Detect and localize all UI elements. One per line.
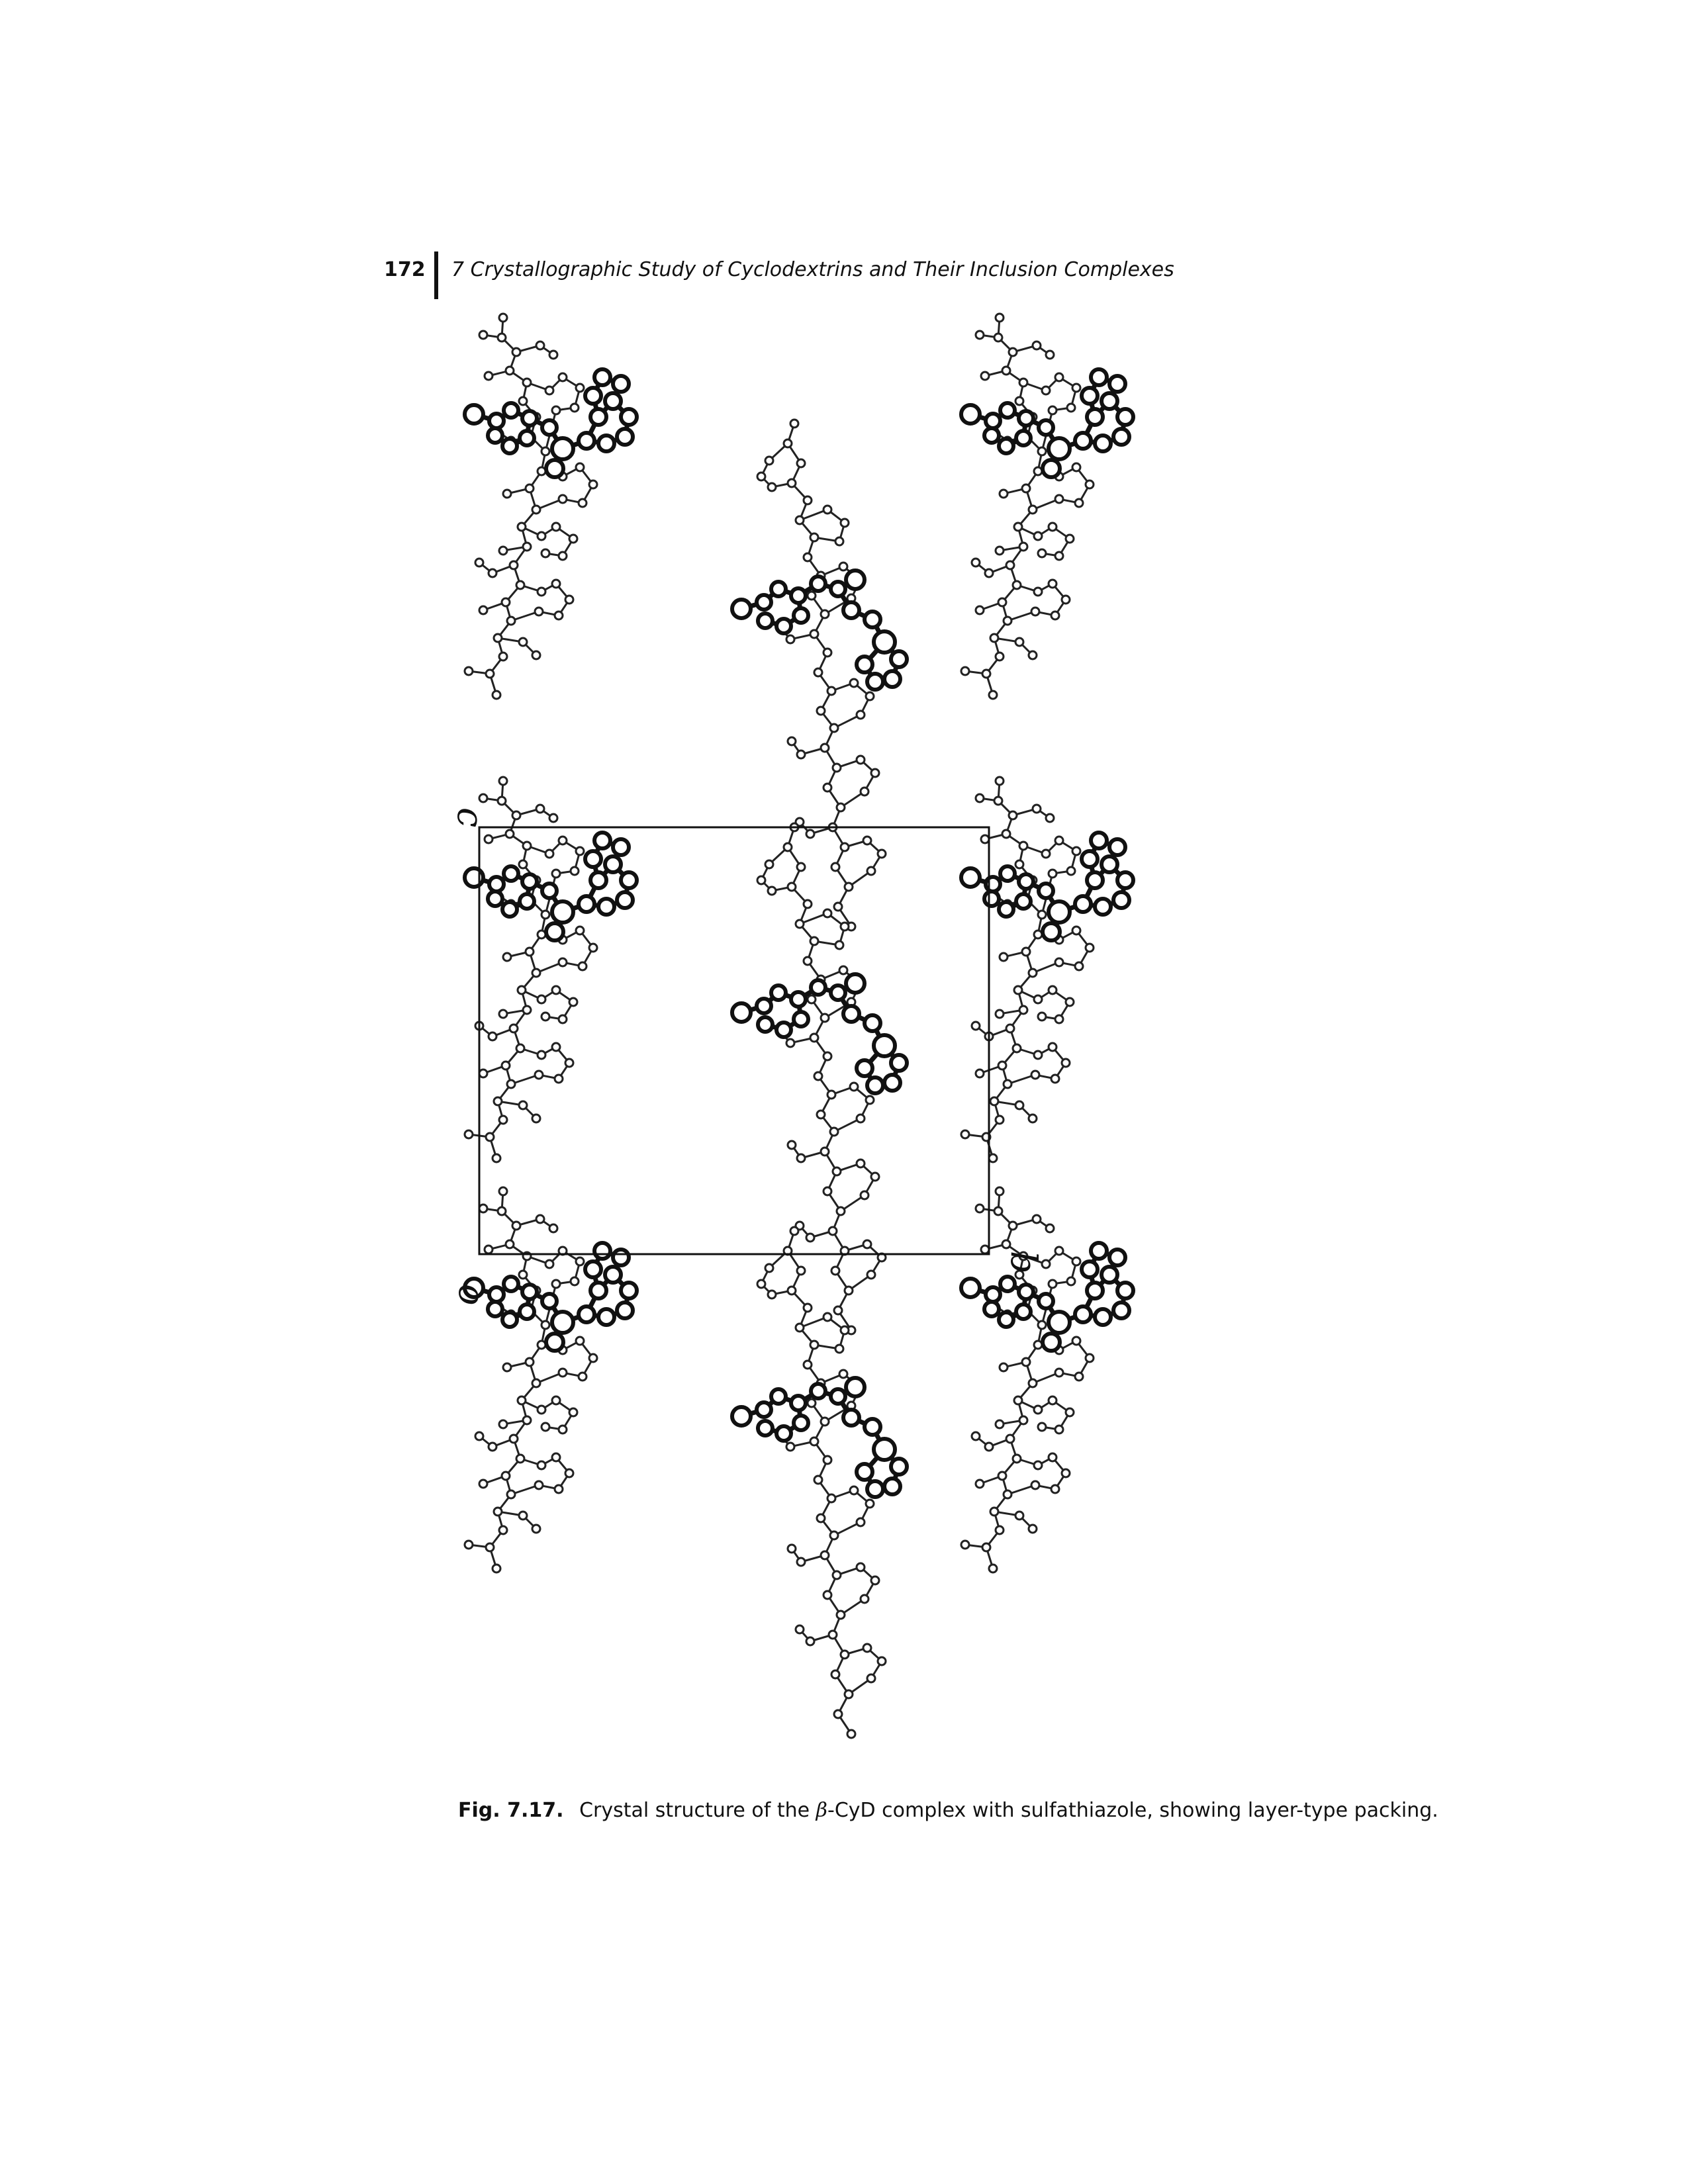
beta-symbol: β [816, 1799, 827, 1822]
crystal-packing-diagram: c o b [449, 311, 1311, 1767]
header-rule [434, 251, 438, 299]
figure-caption: Fig. 7.17. Crystal structure of the β-Cy… [458, 1799, 1438, 1822]
axis-label-b: b [1003, 1251, 1045, 1274]
left-molecule-column [465, 314, 637, 1572]
chapter-title: 7 Crystallographic Study of Cyclodextrin… [451, 258, 1174, 281]
page-number: 172 [384, 258, 426, 281]
caption-text-start: Crystal structure of the [579, 1799, 816, 1822]
axis-label-o: o [451, 1284, 492, 1306]
caption-text-end: -CyD complex with sulfathiazole, showing… [827, 1799, 1438, 1822]
crystal-structure-figure: c o b [424, 311, 1311, 1767]
axis-label-c: c [449, 807, 491, 827]
right-molecule-column [961, 314, 1133, 1572]
figure-label: Fig. 7.17. [458, 1799, 564, 1822]
unit-cell-box [478, 826, 990, 1255]
middle-molecule-column [732, 420, 907, 1738]
